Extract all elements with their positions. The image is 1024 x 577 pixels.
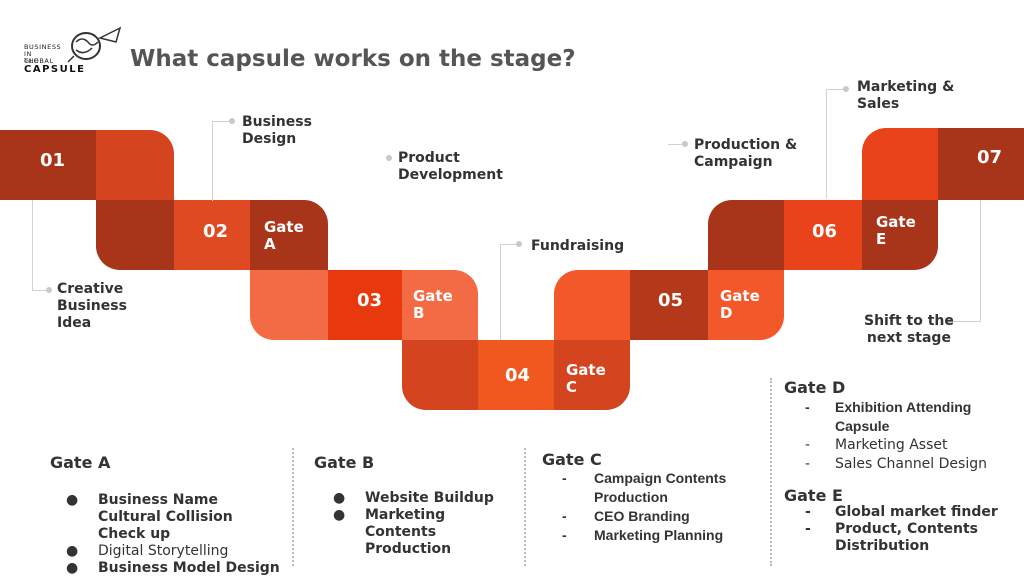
connector-line — [668, 144, 684, 145]
connector-line — [826, 89, 827, 199]
logo-name: CAPSULE — [24, 64, 86, 75]
gate-d-block — [708, 270, 784, 340]
connector-line — [500, 244, 501, 340]
gate-d-title: Gate D — [784, 378, 846, 397]
connector-line — [32, 200, 33, 290]
connector-dot — [516, 241, 522, 247]
page-title: What capsule works on the stage? — [130, 46, 576, 72]
step-07-label: 07 — [977, 147, 1003, 168]
caption-marketing-sales: Marketing & Sales — [857, 79, 955, 112]
connector-line — [32, 290, 48, 291]
gate-b-title: Gate B — [314, 453, 375, 472]
list-item: -Product, Contents Distribution — [805, 521, 978, 554]
gate-a-title: Gate A — [50, 453, 111, 472]
list-item: -Exhibition Attending Capsule — [805, 399, 972, 434]
connector-line — [952, 321, 981, 322]
brain-rocket-icon — [67, 26, 122, 63]
list-item: ●Business Name Cultural Collision Check … — [66, 492, 233, 542]
caption-business-design: Business Design — [242, 114, 312, 147]
step-06-block — [784, 200, 862, 270]
logo-line2: IN THE — [24, 50, 39, 65]
step-04-block — [478, 340, 554, 410]
gate-d-label: Gate D — [720, 287, 760, 322]
list-item: -Campaign Contents Production — [562, 470, 727, 505]
connector-dot — [386, 155, 392, 161]
step-03-block — [328, 270, 402, 340]
step-01-block — [0, 130, 96, 200]
caption-product-development: Product Development — [398, 150, 503, 183]
separator — [524, 448, 526, 566]
gate-c-label: Gate C — [566, 361, 606, 396]
connector-dot — [46, 287, 52, 293]
list-item: ●Business Model Design — [66, 560, 280, 576]
step-02-label: 02 — [203, 221, 229, 242]
step-04-corner-block — [402, 340, 478, 410]
caption-fundraising: Fundraising — [531, 238, 625, 254]
list-item: -Sales Channel Design — [805, 456, 987, 472]
step-03-corner-block — [250, 270, 328, 340]
list-item: ●Website Buildup — [333, 490, 494, 506]
list-item: -Global market finder — [805, 504, 998, 520]
step-07-corner-block — [862, 128, 938, 200]
list-item: -CEO Branding — [562, 508, 690, 524]
caption-production-campaign: Production & Campaign — [694, 137, 798, 170]
gate-c-block — [554, 340, 630, 410]
gate-e-label: Gate E — [876, 213, 916, 248]
gate-e-block — [862, 200, 938, 270]
step-02-block — [174, 200, 250, 270]
gate-c-title: Gate C — [542, 450, 602, 469]
gate-b-block — [402, 270, 478, 340]
gate-e-title: Gate E — [784, 486, 843, 505]
step-06-label: 06 — [812, 221, 838, 242]
separator — [292, 448, 294, 566]
connector-dot — [682, 141, 688, 147]
connector-line — [826, 89, 844, 90]
connector-dot — [947, 318, 953, 324]
connector-dot — [843, 86, 849, 92]
step-04-label: 04 — [505, 365, 531, 386]
step-01-label: 01 — [40, 150, 66, 171]
step-05-block — [630, 270, 708, 340]
connector-line — [212, 121, 230, 122]
gate-a-label: Gate A — [264, 218, 304, 253]
caption-shift-next-stage: Shift to the next stage — [864, 313, 954, 346]
step-02-corner-block — [96, 200, 174, 270]
gate-a-block — [250, 200, 328, 270]
gate-b-label: Gate B — [413, 287, 453, 322]
list-item: -Marketing Planning — [562, 527, 724, 543]
step-07-block — [938, 128, 1024, 200]
separator — [770, 378, 772, 566]
connector-dot — [229, 118, 235, 124]
step-05-label: 05 — [658, 290, 684, 311]
step-03-label: 03 — [357, 290, 383, 311]
connector-line — [980, 200, 981, 321]
connector-line — [500, 244, 518, 245]
step-01-tail-block — [96, 130, 174, 200]
list-item: -Marketing Asset — [805, 437, 948, 453]
step-05-corner-block — [554, 270, 630, 340]
connector-line — [212, 121, 213, 201]
logo-line1: BUSINESS — [24, 43, 62, 51]
caption-creative-business-idea: Creative Business Idea — [57, 281, 127, 331]
list-item: ●Marketing Contents Production — [333, 507, 452, 557]
list-item: ●Digital Storytelling — [66, 543, 229, 559]
logo-line3: GLOBAL — [24, 57, 54, 65]
step-06-corner-block — [708, 200, 784, 270]
